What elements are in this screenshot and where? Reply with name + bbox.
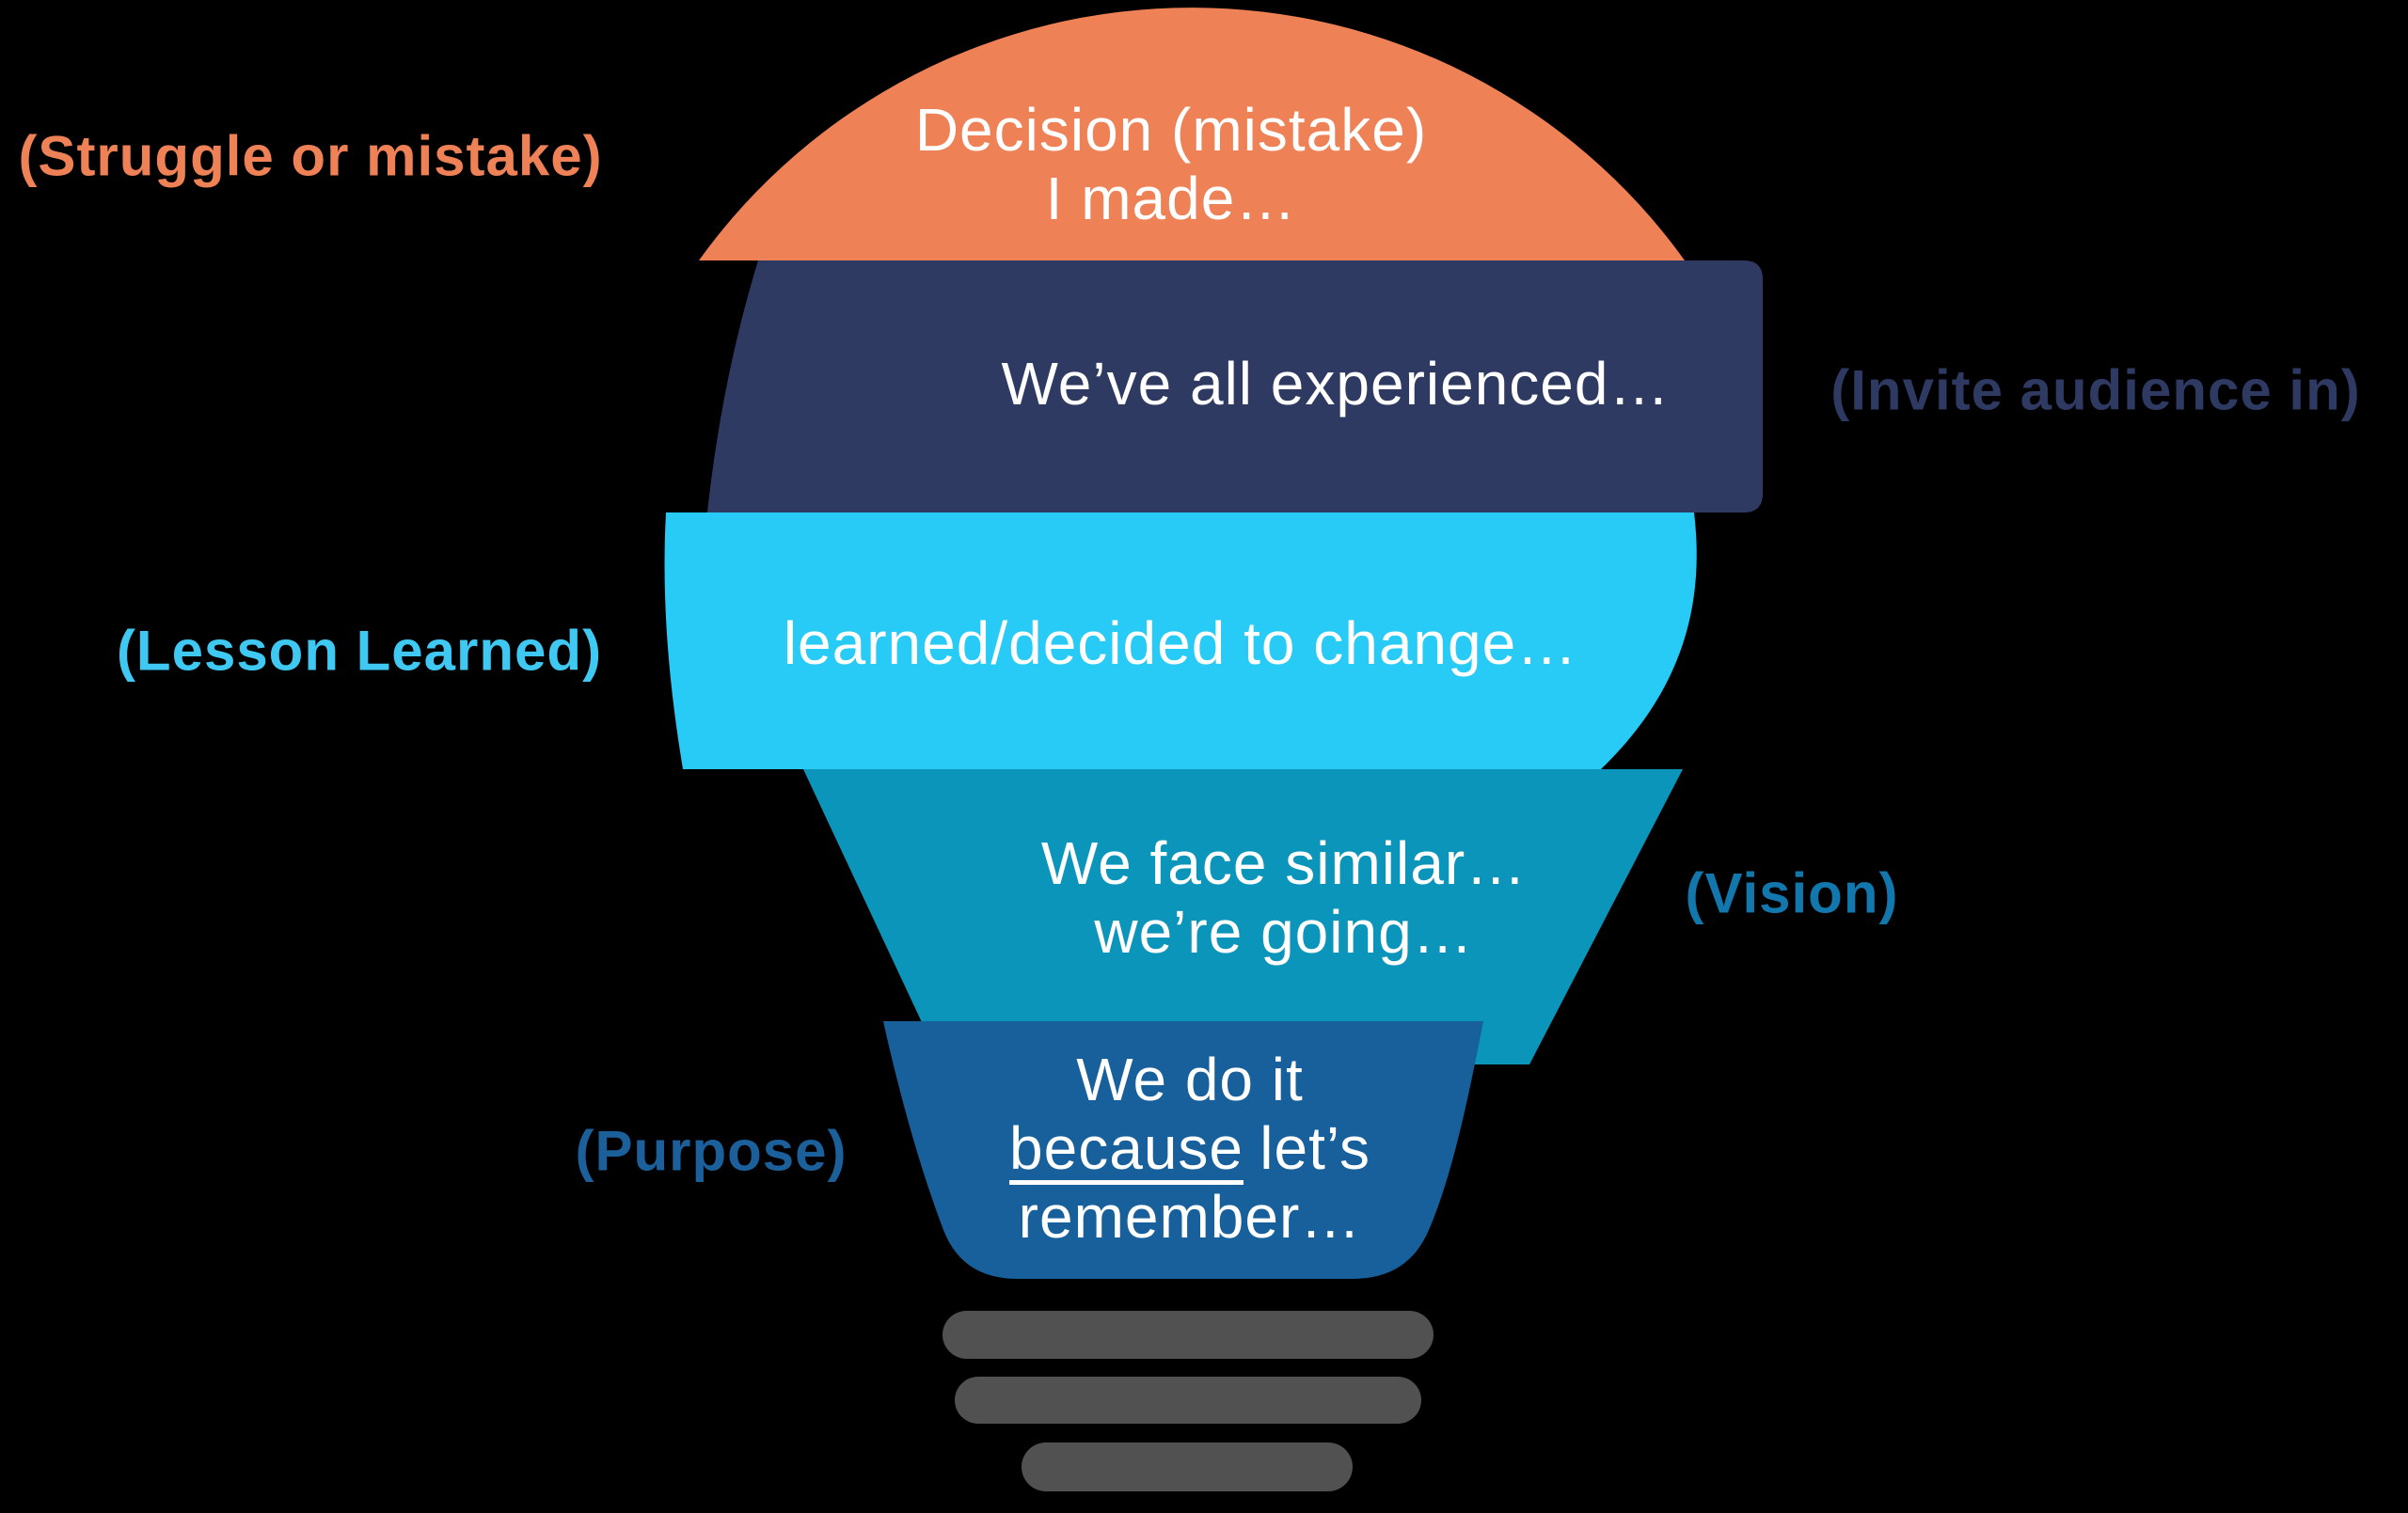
label-vision: (Vision)	[1685, 861, 1899, 925]
segment-text-lesson: learned/decided to change…	[784, 609, 1577, 678]
segment-text-struggle-line2: I made…	[1045, 165, 1297, 232]
label-struggle-or-mistake: (Struggle or mistake)	[18, 124, 603, 188]
label-purpose: (Purpose)	[575, 1119, 848, 1183]
bulb-segment-lesson-shape	[664, 512, 1697, 769]
bulb-segment-purpose-shape	[883, 1021, 1483, 1279]
label-lesson-learned: (Lesson Learned)	[116, 619, 603, 683]
label-invite-audience-in: (Invite audience in)	[1830, 358, 2361, 422]
segment-text-invite: We’ve all experienced…	[1002, 350, 1671, 418]
segment-text-vision-line1: We face similar…	[1040, 829, 1528, 897]
segment-text-purpose-line3: remember…	[1018, 1183, 1362, 1251]
segment-text-struggle: Decision (mistake) I made…	[915, 96, 1427, 233]
segment-text-purpose-because: because	[1009, 1114, 1244, 1182]
bulb-base-bar-3	[1022, 1442, 1353, 1491]
bulb-segment-vision-shape	[803, 769, 1683, 1064]
segment-text-vision: We face similar… we’re going…	[1041, 829, 1527, 967]
bulb-base-bar-1	[943, 1311, 1434, 1359]
segment-text-purpose-line2-rest: let’s	[1259, 1114, 1370, 1182]
segment-text-invite-line1: We’ve all experienced…	[1001, 350, 1671, 418]
bulb-segment-struggle-shape	[699, 8, 1685, 260]
bulb-base-bar-2	[955, 1377, 1421, 1424]
segment-text-purpose-line1: We do it	[1076, 1046, 1304, 1113]
segment-text-struggle-line1: Decision (mistake)	[914, 96, 1428, 164]
segment-text-lesson-line1: learned/decided to change…	[783, 609, 1578, 677]
bulb-segment-invite-shape	[707, 260, 1763, 512]
segment-text-vision-line2: we’re going…	[1094, 898, 1474, 966]
